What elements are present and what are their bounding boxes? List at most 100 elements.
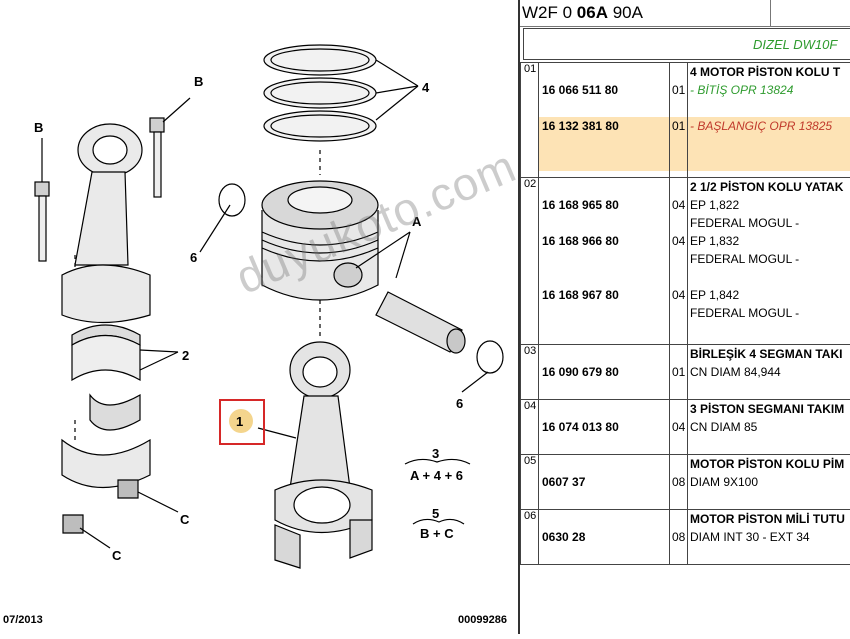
exploded-diagram: B B 2 4 6 A 6 1 3 A + 4 + 6 5 B + C C C … xyxy=(0,0,518,634)
part-reference xyxy=(539,455,669,473)
part-reference xyxy=(539,178,669,196)
code-suffix: 90A xyxy=(608,3,643,22)
part-description: EP 1,822 xyxy=(688,196,850,214)
kit-formula-3: A + 4 + 6 xyxy=(410,468,463,483)
part-reference[interactable]: 16 168 967 80 xyxy=(539,286,669,304)
part-description: CN DIAM 85 xyxy=(688,418,850,436)
callout-b: B xyxy=(194,74,203,89)
part-quantity xyxy=(670,268,687,286)
part-description: EP 1,842 xyxy=(688,286,850,304)
part-quantity xyxy=(670,322,687,340)
part-title: 3 PİSTON SEGMANI TAKIM xyxy=(688,400,850,418)
part-quantity: 04 xyxy=(670,286,687,304)
part-description: DIAM 9X100 xyxy=(688,473,850,491)
part-description: FEDERAL MOGUL - xyxy=(688,214,850,232)
part-reference[interactable]: 16 168 965 80 xyxy=(539,196,669,214)
connecting-rod-exploded[interactable] xyxy=(62,124,150,488)
part-quantity: 08 xyxy=(670,473,687,491)
bearing-shell-part[interactable] xyxy=(72,325,140,430)
part-reference xyxy=(539,491,669,509)
row-index: 05 xyxy=(521,455,539,510)
part-quantity: 04 xyxy=(670,196,687,214)
part-quantity xyxy=(670,345,687,363)
part-reference xyxy=(539,436,669,454)
part-reference[interactable]: 0607 37 xyxy=(539,473,669,491)
description-cell: 4 MOTOR PİSTON KOLU T- BİTİŞ OPR 13824- … xyxy=(688,63,850,178)
kit-formula-5: B + C xyxy=(420,526,454,541)
part-description: FEDERAL MOGUL - xyxy=(688,250,850,268)
part-title: MOTOR PİSTON MİLİ TUTU xyxy=(688,510,850,528)
part-title: MOTOR PİSTON KOLU PİM xyxy=(688,455,850,473)
part-description xyxy=(688,153,850,171)
part-quantity: 01 xyxy=(670,117,687,135)
quantity-cell: 01 01 xyxy=(670,63,688,178)
part-quantity: 08 xyxy=(670,528,687,546)
part-reference[interactable]: 0630 28 xyxy=(539,528,669,546)
part-quantity xyxy=(670,99,687,117)
part-description xyxy=(688,491,850,509)
part-description xyxy=(688,436,850,454)
part-description: - BİTİŞ OPR 13824 xyxy=(688,81,850,99)
part-quantity xyxy=(670,250,687,268)
diagram-date: 07/2013 xyxy=(3,614,43,626)
part-quantity: 01 xyxy=(670,81,687,99)
part-reference xyxy=(539,400,669,418)
callout-5: 5 xyxy=(432,506,439,521)
part-quantity xyxy=(670,381,687,399)
quantity-cell: 08 xyxy=(670,510,688,565)
part-reference xyxy=(539,381,669,399)
callout-c: C xyxy=(180,512,190,527)
piston-part[interactable] xyxy=(262,181,378,300)
part-quantity: 01 xyxy=(670,363,687,381)
connecting-rod-part[interactable] xyxy=(275,342,372,568)
callout-1: 1 xyxy=(236,414,243,429)
part-quantity xyxy=(670,510,687,528)
part-quantity xyxy=(670,546,687,564)
part-title: 2 1/2 PİSTON KOLU YATAK xyxy=(688,178,850,196)
piston-assembly-drawing: B B 2 4 6 A 6 1 3 A + 4 + 6 5 B + C C C xyxy=(0,0,518,634)
part-reference[interactable]: 16 168 966 80 xyxy=(539,232,669,250)
row-index: 03 xyxy=(521,345,539,400)
callout-b: B xyxy=(34,120,43,135)
part-reference xyxy=(539,268,669,286)
callout-6: 6 xyxy=(190,250,197,265)
part-title: BİRLEŞİK 4 SEGMAN TAKI xyxy=(688,345,850,363)
quantity-cell: 08 xyxy=(670,455,688,510)
part-reference xyxy=(539,63,669,81)
piston-rings-part[interactable] xyxy=(264,45,376,141)
part-quantity xyxy=(670,491,687,509)
part-reference[interactable]: 16 066 511 80 xyxy=(539,81,669,99)
reference-cell: 0630 28 xyxy=(539,510,670,565)
part-quantity xyxy=(670,455,687,473)
callout-4: 4 xyxy=(422,80,430,95)
part-description: EP 1,832 xyxy=(688,232,850,250)
part-description xyxy=(688,381,850,399)
part-reference[interactable]: 16 090 679 80 xyxy=(539,363,669,381)
row-index: 06 xyxy=(521,510,539,565)
part-description xyxy=(688,99,850,117)
part-quantity xyxy=(670,153,687,171)
row-index: 02 xyxy=(521,178,539,345)
part-reference xyxy=(539,345,669,363)
part-description xyxy=(688,135,850,153)
part-quantity xyxy=(670,63,687,81)
part-reference[interactable]: 16 132 381 80 xyxy=(539,117,669,135)
part-description: FEDERAL MOGUL - xyxy=(688,304,850,322)
part-quantity: 04 xyxy=(670,418,687,436)
part-reference[interactable]: 16 074 013 80 xyxy=(539,418,669,436)
engine-bar: DIZEL DW10F xyxy=(523,28,850,60)
piston-pin-part[interactable] xyxy=(376,292,465,353)
